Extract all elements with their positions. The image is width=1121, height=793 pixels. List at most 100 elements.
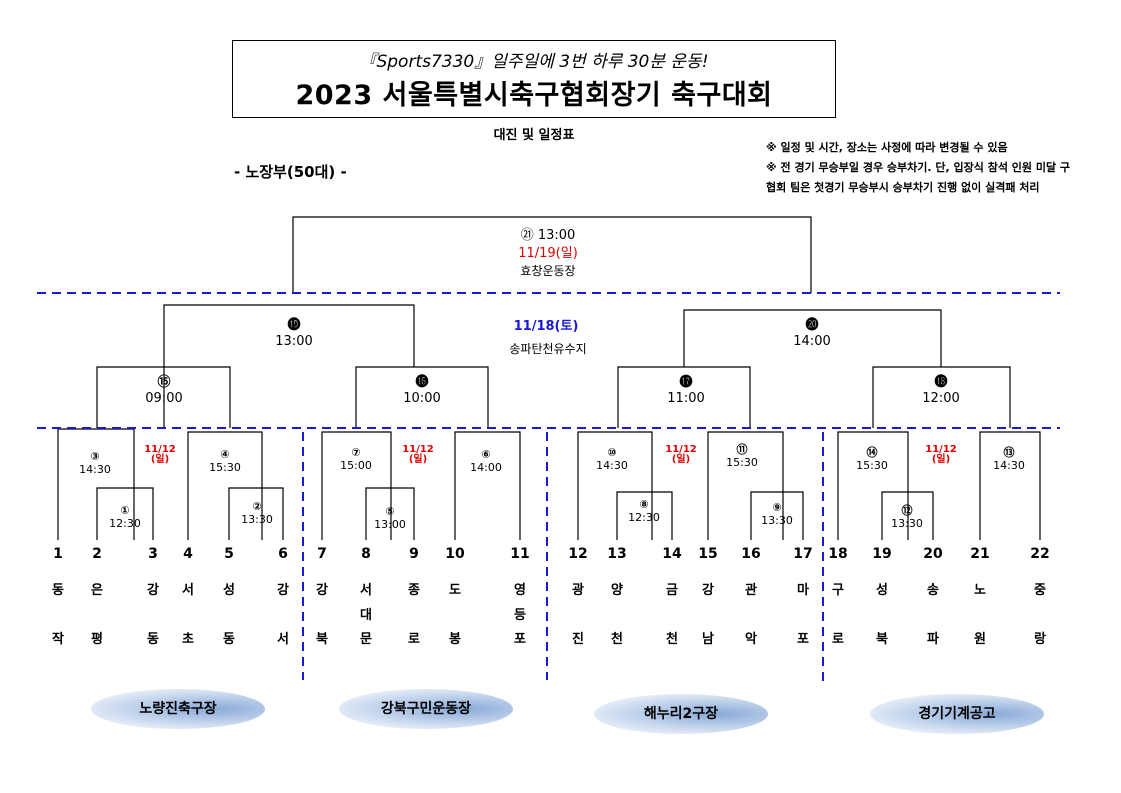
team-name-char: 강: [702, 583, 714, 598]
final-code: ㉑: [520, 228, 534, 243]
venue-badge: 해누리2구장: [594, 694, 768, 734]
team-name-char: 등: [514, 608, 526, 623]
note-line: ※ 일정 및 시간, 장소는 사정에 따라 변경될 수 있음: [766, 141, 1008, 154]
semi-right-label: ⓴ 14:00: [793, 318, 830, 350]
semi-venue: 송파탄천유수지: [509, 342, 587, 356]
semi-left-time: 13:00: [275, 334, 313, 349]
team-name-char: 노: [974, 583, 986, 598]
team-name-char: 금: [666, 583, 678, 598]
tournament-slogan: 『Sports7330』일주일에 3번 하루 30분 운동!: [359, 52, 709, 72]
team-number: 2: [92, 546, 102, 562]
team-name-char: 성: [223, 583, 235, 598]
team-name-char: 문: [360, 632, 372, 647]
team-name-char: 대: [360, 608, 372, 623]
team-name-char: 북: [876, 632, 888, 647]
team-name-char: 초: [182, 632, 194, 647]
notes: ※ 일정 및 시간, 장소는 사정에 따라 변경될 수 있음 ※ 전 경기 무승…: [766, 138, 1111, 198]
team-name-char: 원: [974, 632, 986, 647]
bracket-final: [292, 216, 812, 293]
team-name-char: 천: [666, 632, 678, 647]
team-name-char: 은: [91, 583, 103, 598]
team-name-char: 구: [832, 583, 844, 598]
semi-right-time: 14:00: [793, 334, 831, 349]
tournament-title: 2023 서울특별시축구협회장기 축구대회: [295, 80, 773, 111]
team-name-char: 남: [702, 632, 714, 647]
team-number: 11: [510, 546, 530, 562]
semi-right-code: ⓴: [805, 318, 819, 333]
final-date: 11/19(일): [518, 246, 578, 261]
semi-left-label: ⓳ 13:00: [275, 318, 312, 350]
team-name-char: 강: [277, 583, 289, 598]
division-label: - 노장부(50대) -: [234, 163, 347, 181]
venue-badge: 강북구민운동장: [339, 689, 513, 729]
team-name-char: 강: [316, 583, 328, 598]
title-box: 『Sports7330』일주일에 3번 하루 30분 운동! 2023 서울특별…: [232, 40, 836, 118]
team-name-char: 송: [927, 583, 939, 598]
team-name-char: 포: [797, 632, 809, 647]
team-name-char: 서: [360, 583, 372, 598]
final-match-label: ㉑ 13:00: [521, 228, 576, 244]
team-number: 5: [224, 546, 234, 562]
team-number: 9: [409, 546, 419, 562]
team-name-char: 천: [611, 632, 623, 647]
r1-date-tag: 11/12(일): [925, 444, 957, 465]
team-name-char: 도: [449, 583, 461, 598]
team-number: 4: [183, 546, 193, 562]
team-name-char: 파: [927, 632, 939, 647]
team-number: 17: [793, 546, 813, 562]
team-name-char: 동: [147, 632, 159, 647]
team-number: 1: [53, 546, 63, 562]
team-number: 6: [278, 546, 288, 562]
bracket-qf-2: [355, 366, 489, 428]
team-name-char: 동: [223, 632, 235, 647]
team-number: 19: [872, 546, 892, 562]
team-number: 18: [828, 546, 848, 562]
team-name-char: 성: [876, 583, 888, 598]
team-name-char: 작: [52, 632, 64, 647]
team-number: 3: [148, 546, 158, 562]
team-name-char: 양: [611, 583, 623, 598]
venue-badge: 노량진축구장: [91, 689, 265, 729]
final-time: 13:00: [537, 228, 576, 243]
team-name-char: 서: [182, 583, 194, 598]
team-name-char: 평: [91, 632, 103, 647]
bracket-qf-1: [96, 366, 231, 428]
team-number: 15: [698, 546, 718, 562]
team-number: 20: [923, 546, 943, 562]
semi-left-code: ⓳: [287, 318, 301, 333]
team-name-char: 동: [52, 583, 64, 598]
bracket-qf-3: [617, 366, 751, 428]
team-number: 13: [607, 546, 627, 562]
team-name-char: 영: [514, 583, 526, 598]
schedule-label: 대진 및 일정표: [470, 118, 598, 143]
r1-date-tag: 11/12(일): [144, 444, 176, 465]
team-number: 7: [317, 546, 327, 562]
note-line: 협회 팀은 첫경기 무승부시 승부차기 진행 없이 실격패 처리: [766, 181, 1040, 194]
r1-date-tag: 11/12(일): [665, 444, 697, 465]
team-name-char: 서: [277, 632, 289, 647]
note-line: ※ 전 경기 무승부일 경우 승부차기. 단, 입장식 참석 인원 미달 구: [766, 161, 1071, 174]
venue-badge: 경기기계공고: [870, 694, 1044, 734]
team-name-char: 봉: [449, 632, 461, 647]
team-number: 8: [361, 546, 371, 562]
team-number: 16: [741, 546, 761, 562]
team-name-char: 진: [572, 632, 584, 647]
team-name-char: 악: [745, 632, 757, 647]
team-name-char: 관: [745, 583, 757, 598]
team-name-char: 로: [832, 632, 844, 647]
